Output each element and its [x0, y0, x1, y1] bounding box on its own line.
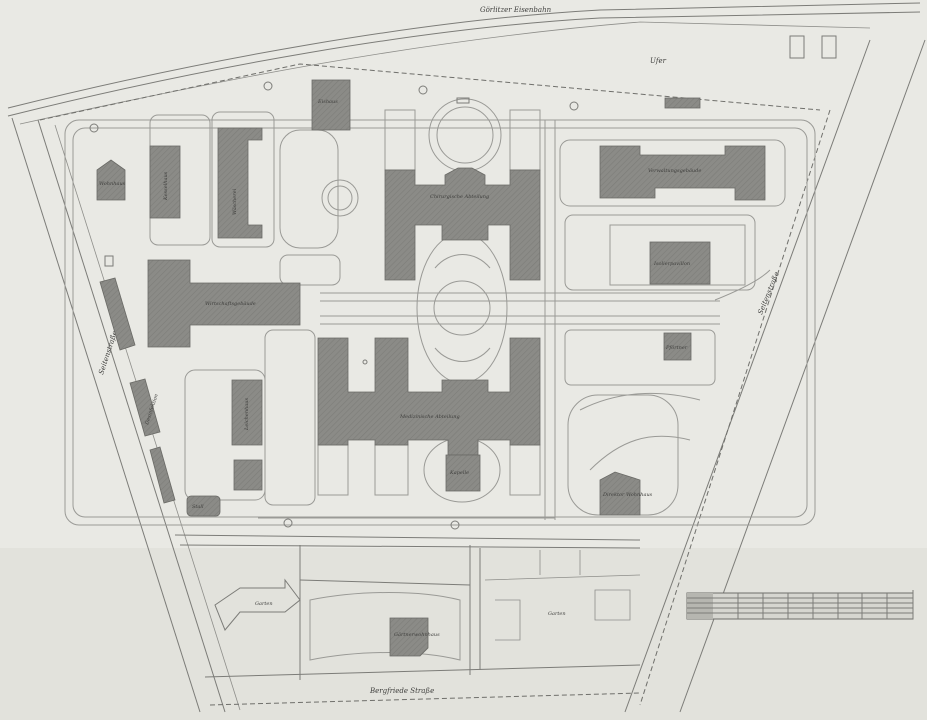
building-bottom-center: Gärtnerwohnhaus	[389, 617, 440, 657]
building-left-main: Wirtschaftsgebäude	[147, 259, 301, 348]
building-bottom-l: Garten	[214, 578, 301, 631]
label-left-bottom: Stall	[192, 504, 204, 510]
left-road-label: Seitenstraße	[97, 330, 119, 376]
building-left-bottom: Stall	[186, 495, 221, 517]
building-left-lower-2	[149, 446, 176, 504]
building-top-right: Verwaltungsgebäude	[599, 145, 766, 201]
label-upper-main: Chirurgische Abteilung	[430, 194, 489, 200]
label-bottom-right-field: Garten	[548, 611, 566, 617]
label-left-main: Wirtschaftsgebäude	[205, 301, 256, 307]
building-chapel: Kapelle	[445, 454, 481, 492]
building-lower-main: Medizinische Abteilung	[317, 337, 541, 456]
building-left-block-1: Kesselhaus	[149, 145, 181, 219]
building-top-left-house: Wohnhaus	[96, 159, 126, 201]
label-lower-main: Medizinische Abteilung	[399, 414, 460, 420]
label-top-left-house: Wohnhaus	[99, 181, 126, 187]
top-road: Görlitzer Eisenbahn Ufer	[7, 2, 921, 125]
label-top-right: Verwaltungsgebäude	[648, 168, 701, 174]
fountain-markers	[89, 81, 579, 530]
building-lower-right: Direktor Wohnhaus	[599, 471, 653, 516]
label-lower-right: Direktor Wohnhaus	[602, 492, 653, 498]
bottom-road-label: Bergfriede Straße	[369, 687, 434, 695]
internal-paths	[64, 98, 816, 526]
site-boundaries	[174, 534, 641, 680]
label-bottom-center: Gärtnerwohnhaus	[394, 632, 440, 638]
bottom-road: Bergfriede Straße	[204, 664, 641, 706]
top-field-label: Ufer	[650, 57, 667, 65]
label-left-lower-2: Leichenhaus	[244, 398, 250, 431]
paper-fold	[0, 548, 927, 720]
building-top-right-small	[664, 97, 701, 109]
label-right-middle: Isolierpavillon	[653, 261, 690, 267]
label-small-right: Pförtner	[665, 345, 688, 351]
building-left-lower-3: Leichenhaus	[231, 379, 263, 446]
building-small-right: Pförtner	[663, 332, 692, 361]
label-top-small: Eishaus	[317, 99, 338, 105]
label-chapel: Kapelle	[449, 470, 469, 476]
label-left-block-2: Wäscherei	[232, 188, 238, 215]
building-upper-main: Chirurgische Abteilung	[384, 167, 541, 281]
building-right-middle: Isolierpavillon	[649, 241, 711, 285]
label-left-block-1: Kesselhaus	[163, 171, 169, 201]
building-left-lower-1: Desinfektion	[129, 378, 161, 437]
label-bottom-l: Garten	[255, 601, 273, 607]
building-left-block-2: Wäscherei	[217, 127, 263, 239]
building-left-strip-1	[99, 277, 136, 351]
scale-bar	[686, 590, 914, 620]
building-left-lower-4	[233, 459, 263, 491]
building-top-small: Eishaus	[311, 79, 351, 131]
top-road-label: Görlitzer Eisenbahn	[480, 6, 552, 14]
